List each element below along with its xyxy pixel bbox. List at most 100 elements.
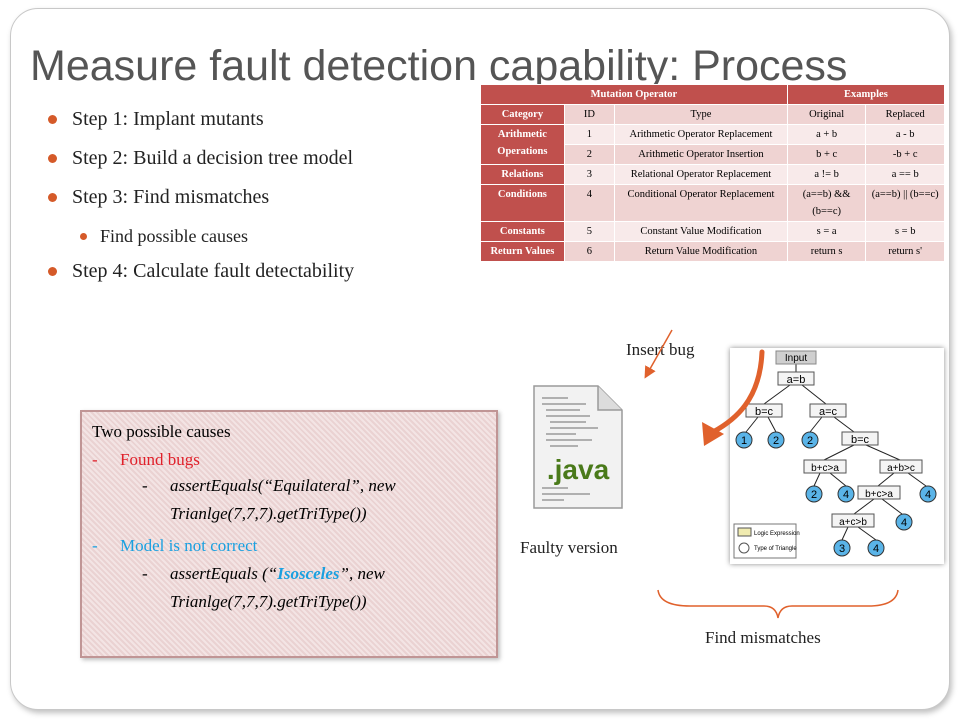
header-examples: Examples <box>786 84 946 105</box>
tree-expression-node: a+c>b <box>831 513 875 528</box>
cell-replaced: (a==b) || (b==c) <box>865 184 945 222</box>
tree-leaf-node: 3 <box>833 539 851 557</box>
cause2-code-highlight: Isosceles <box>277 564 340 583</box>
cell-category: Return Values <box>480 241 565 262</box>
table-row: Conditions 4 Conditional Operator Replac… <box>480 184 945 222</box>
slide-title: Measure fault detection capability: Proc… <box>30 42 848 90</box>
tree-leaf-label: 4 <box>901 517 907 529</box>
tree-node-label: b=c <box>755 406 774 418</box>
cause2-code-line2: Trianlge(7,7,7).getTriType()) <box>170 592 367 611</box>
cause-dash: - <box>92 450 98 469</box>
cell-original: b + c <box>786 144 867 165</box>
cell-id: 3 <box>563 164 616 185</box>
tree-expression-node: b+c>a <box>857 485 901 500</box>
tree-expression-node: b=c <box>841 431 879 446</box>
table-row: Constants 5 Constant Value Modification … <box>480 221 945 242</box>
tree-leaf-node: 2 <box>801 431 819 449</box>
cause-model-not-correct: Model is not correct <box>120 536 258 555</box>
cell-type: Arithmetic Operator Insertion <box>614 144 788 165</box>
bullet-step-2: Step 2: Build a decision tree model <box>42 143 462 182</box>
faulty-version-label: Faulty version <box>520 538 618 557</box>
col-header-category: Category <box>480 104 565 125</box>
cause2-code-post: ”, new <box>339 564 385 583</box>
table-group-header-row: Mutation Operator Examples <box>480 84 946 105</box>
table-row: 2 Arithmetic Operator Insertion b + c -b… <box>481 144 945 165</box>
cell-id: 5 <box>563 221 616 242</box>
cell-original: a + b <box>786 124 867 145</box>
tree-leaf-label: 4 <box>925 489 931 501</box>
tree-leaf-node: 2 <box>805 485 823 503</box>
tree-leaf-label: 1 <box>741 435 747 447</box>
insert-bug-arrow <box>644 329 673 379</box>
bullet-step-3: Step 3: Find mismatches <box>42 182 462 221</box>
model-arrow-head <box>702 422 724 446</box>
col-header-type: Type <box>614 104 788 125</box>
java-file-icon: .java <box>533 385 623 509</box>
cell-original: s = a <box>786 221 867 242</box>
possible-causes-callout: Two possible causes - Found bugs - asser… <box>80 410 498 658</box>
tree-expression-node: b=c <box>745 403 783 418</box>
decision-tree-diagram: Input a=b b=c a=c 1 2 2 b=c b+c>a a+b>c … <box>730 348 944 564</box>
cell-id: 1 <box>563 124 616 145</box>
bullet-sub-causes: Find possible causes <box>42 221 462 256</box>
tree-leaf-node: 2 <box>767 431 785 449</box>
tree-leaf-label: 2 <box>773 435 779 447</box>
cause-dash: - <box>142 564 148 583</box>
table-row: Relations 3 Relational Operator Replacem… <box>480 164 945 185</box>
tree-node-label: b+c>a <box>811 463 839 474</box>
tree-node-label: b=c <box>851 434 870 446</box>
callout-heading: Two possible causes <box>92 422 231 441</box>
cell-type: Return Value Modification <box>614 241 788 262</box>
tree-node-label: a=b <box>787 374 806 386</box>
legend-logic-expression: Logic Expression <box>754 531 800 537</box>
java-extension-text: .java <box>547 454 610 485</box>
cell-category: Arithmetic Operations <box>480 124 565 165</box>
bullet-step-4: Step 4: Calculate fault detectability <box>42 256 462 295</box>
cell-original: a != b <box>786 164 867 185</box>
cause-dash: - <box>142 476 148 495</box>
tree-node-label: b+c>a <box>865 489 893 500</box>
tree-leaf-node: 4 <box>895 513 913 531</box>
model-arrow <box>710 349 765 435</box>
cell-type: Conditional Operator Replacement <box>614 184 788 222</box>
cell-id: 4 <box>563 184 616 222</box>
tree-expression-node: a+b>c <box>879 459 923 474</box>
cell-replaced: a == b <box>865 164 945 185</box>
tree-leaf-label: 2 <box>811 489 817 501</box>
col-header-id: ID <box>563 104 616 125</box>
cell-id: 6 <box>563 241 616 262</box>
find-mismatches-label: Find mismatches <box>705 628 821 647</box>
mutation-table: Mutation Operator Examples Category ID T… <box>480 84 946 262</box>
tree-leaf-node: 4 <box>867 539 885 557</box>
tree-leaf-label: 4 <box>873 543 879 555</box>
cell-type: Relational Operator Replacement <box>614 164 788 185</box>
tree-leaf-label: 4 <box>843 489 849 501</box>
cause2-code-pre: assertEquals (“ <box>170 564 278 583</box>
tree-root-label: Input <box>785 353 807 364</box>
cell-id: 2 <box>563 144 616 165</box>
table-row: Return Values 6 Return Value Modificatio… <box>480 241 945 262</box>
table-row: Arithmetic Operations 1 Arithmetic Opera… <box>480 124 945 165</box>
tree-expression-node: a=b <box>777 371 815 386</box>
tree-node-label: a+c>b <box>839 517 867 528</box>
tree-leaf-label: 3 <box>839 543 845 555</box>
tree-expression-node: a=c <box>809 403 847 418</box>
cell-original: return s <box>786 241 867 262</box>
tree-node-label: a+b>c <box>887 463 915 474</box>
col-header-replaced: Replaced <box>865 104 945 125</box>
cell-category: Constants <box>480 221 565 242</box>
header-mutation-operator: Mutation Operator <box>480 84 788 105</box>
tree-expression-node: b+c>a <box>803 459 847 474</box>
cell-original: (a==b) && (b==c) <box>786 184 867 222</box>
tree-leaf-node: 4 <box>919 485 937 503</box>
cause2-code-line1: assertEquals (“Isosceles”, new <box>170 564 385 584</box>
tree-leaf-label: 2 <box>807 435 813 447</box>
cause1-code-line2: Trianlge(7,7,7).getTriType()) <box>170 504 367 523</box>
find-mismatches-brace <box>657 589 899 619</box>
bullet-step-1: Step 1: Implant mutants <box>42 104 462 143</box>
cell-type: Constant Value Modification <box>614 221 788 242</box>
cell-replaced: return s' <box>865 241 945 262</box>
tree-legend: Logic Expression Type of Triangle <box>733 523 800 559</box>
cause-dash: - <box>92 536 98 555</box>
